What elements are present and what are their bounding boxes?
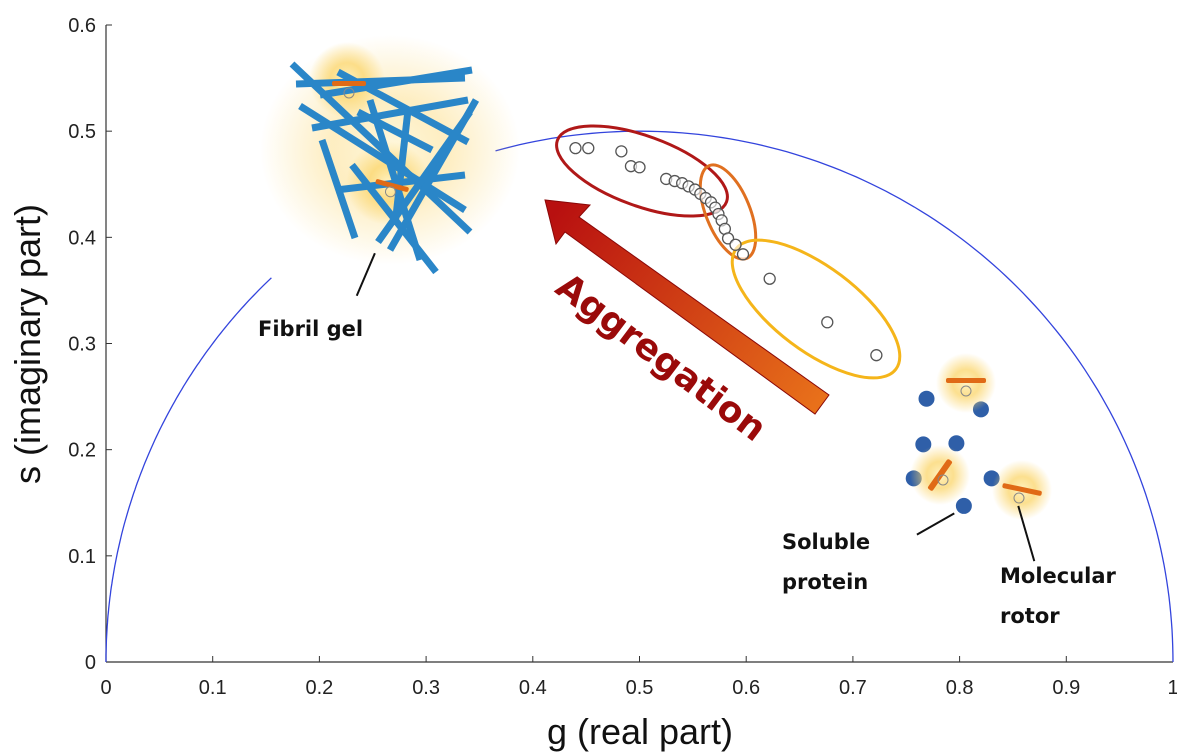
x-tick-label: 0.6 <box>732 677 760 699</box>
data-point <box>582 142 595 155</box>
data-point <box>870 349 883 362</box>
fibril-lines <box>289 61 480 275</box>
x-axis-title: g (real part) <box>547 711 733 752</box>
cluster-ellipse-yellow <box>730 238 902 380</box>
data-point <box>736 248 750 261</box>
molecular-rotor-label-line1: Molecular <box>1000 564 1117 588</box>
data-point <box>763 272 776 285</box>
x-tick-label: 1 <box>1167 677 1177 699</box>
molecular-rotor-icon <box>375 179 409 198</box>
x-tick-label: 0.2 <box>305 677 333 699</box>
data-point <box>615 145 628 158</box>
y-tick-label: 0.5 <box>68 121 96 143</box>
x-tick-label: 0.1 <box>199 677 227 699</box>
soluble-protein-pointer <box>916 512 955 536</box>
molecular-rotor-pointer <box>1017 505 1036 562</box>
aggregation-arrow <box>544 199 830 415</box>
data-point <box>633 161 646 174</box>
protein-dot <box>918 390 935 407</box>
rotor-glow-icon <box>910 445 970 505</box>
data-points <box>569 142 883 362</box>
rotor-glow-icon <box>992 460 1052 520</box>
fibril-gel-label: Fibril gel <box>258 317 363 341</box>
protein-dot <box>948 435 965 452</box>
y-tick-label: 0.4 <box>68 227 96 249</box>
x-tick-label: 0.7 <box>839 677 867 699</box>
arrow-shape <box>544 199 830 415</box>
y-tick-label: 0.6 <box>68 15 96 37</box>
data-point <box>569 142 582 155</box>
cluster-ellipse-dark-red <box>555 124 729 218</box>
y-tick-label: 0.3 <box>68 334 96 356</box>
molecular-rotor-label-line2: rotor <box>1000 604 1060 628</box>
y-tick-label: 0 <box>85 652 96 674</box>
universal-semicircle-left <box>105 277 272 662</box>
cluster-ellipse-orange <box>698 163 758 261</box>
x-axis-ticks: 0 0.1 0.2 0.3 0.4 0.5 0.6 0.7 0.8 0.9 1 <box>100 656 1177 699</box>
y-axis-title: s (imaginary part) <box>7 204 48 484</box>
x-tick-label: 0 <box>100 677 111 699</box>
x-tick-label: 0.4 <box>519 677 547 699</box>
y-axis-ticks: 0 0.1 0.2 0.3 0.4 0.5 0.6 <box>68 15 112 674</box>
protein-dot <box>955 497 972 514</box>
x-tick-label: 0.9 <box>1052 677 1080 699</box>
fibril-gel-illustration <box>260 35 520 275</box>
universal-semicircle-right <box>495 130 1174 663</box>
soluble-protein-label-line2: protein <box>782 570 868 594</box>
soluble-protein-label-line1: Soluble <box>782 530 870 554</box>
y-tick-label: 0.1 <box>68 546 96 568</box>
x-tick-label: 0.3 <box>412 677 440 699</box>
data-point <box>729 238 742 251</box>
fibril-gel-pointer <box>355 252 376 297</box>
rotor-glow-icon <box>936 353 996 413</box>
data-point <box>821 316 834 329</box>
molecular-rotor-icon <box>332 81 366 99</box>
x-tick-label: 0.8 <box>946 677 974 699</box>
x-tick-label: 0.5 <box>626 677 654 699</box>
y-tick-label: 0.2 <box>68 440 96 462</box>
